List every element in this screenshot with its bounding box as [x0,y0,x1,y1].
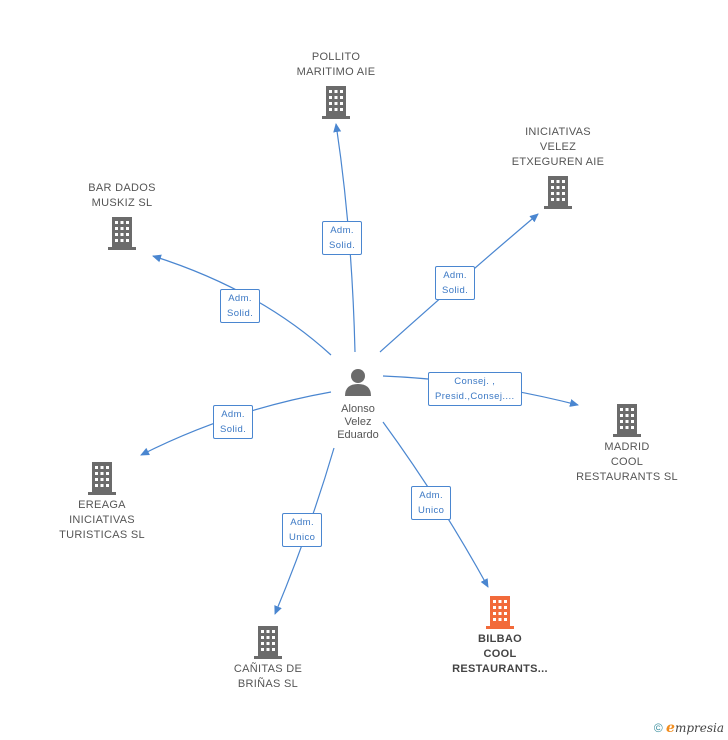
building-icon [88,462,116,495]
node-ereaga-label: EREAGA INICIATIVAS TURISTICAS SL [59,499,145,541]
building-icon [544,176,572,209]
node-madrid-label: MADRID COOL RESTAURANTS SL [576,441,678,483]
node-iniciativas[interactable]: INICIATIVAS VELEZ ETXEGUREN AIE [498,125,618,210]
building-icon [322,86,350,119]
edge-label-canitas[interactable]: Adm. Unico [282,513,323,547]
center-person[interactable]: Alonso Velez Eduardo [323,367,393,442]
building-icon [613,404,641,437]
building-icon [254,626,282,659]
edge-label-madrid[interactable]: Consej. , Presid.,Consej.... [428,372,522,406]
node-bardados-label: BAR DADOS MUSKIZ SL [88,182,156,209]
node-bilbao-label: BILBAO COOL RESTAURANTS... [452,633,548,675]
building-icon [108,217,136,250]
node-iniciativas-label: INICIATIVAS VELEZ ETXEGUREN AIE [511,126,605,168]
node-canitas[interactable]: CAÑITAS DE BRIÑAS SL [208,624,328,692]
node-ereaga[interactable]: EREAGA INICIATIVAS TURISTICAS SL [42,460,162,543]
edge-label-ereaga[interactable]: Adm. Solid. [213,405,254,439]
brand-logo: empresia [666,720,724,736]
edge-label-bardados[interactable]: Adm. Solid. [220,289,261,323]
building-icon [486,596,514,629]
copyright-symbol: © [653,721,663,735]
node-bilbao[interactable]: BILBAO COOL RESTAURANTS... [437,594,563,677]
node-madrid[interactable]: MADRID COOL RESTAURANTS SL [567,402,687,485]
node-pollito-label: POLLITO MARITIMO AIE [296,51,376,78]
footer-brand[interactable]: © empresia [654,720,724,736]
person-icon [345,369,371,396]
edge-label-bilbao[interactable]: Adm. Unico [411,486,452,520]
edge-label-pollito[interactable]: Adm. Solid. [322,221,363,255]
node-pollito[interactable]: POLLITO MARITIMO AIE [276,50,396,120]
edge-label-iniciativas[interactable]: Adm. Solid. [435,266,476,300]
node-bardados[interactable]: BAR DADOS MUSKIZ SL [62,181,182,251]
center-person-label: Alonso Velez Eduardo [337,403,379,441]
node-canitas-label: CAÑITAS DE BRIÑAS SL [233,663,303,690]
